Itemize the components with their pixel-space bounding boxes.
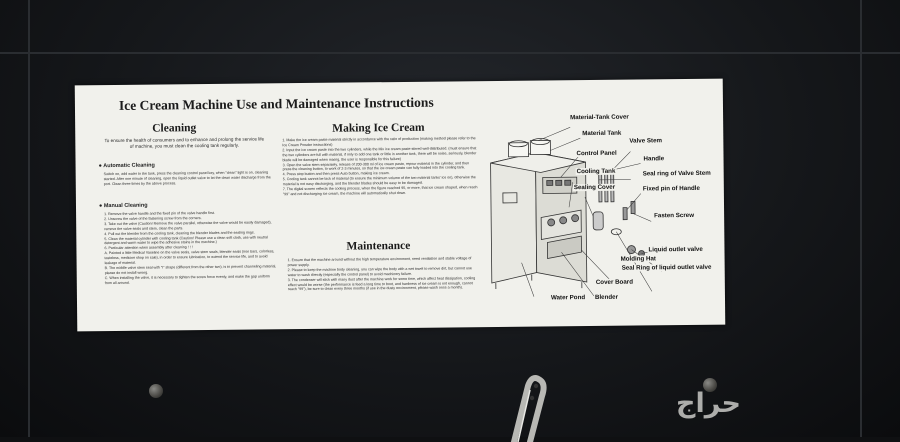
label-cooling-tank: Cooling Tank [576,168,617,175]
label-valve-stem: Valve Stem [628,137,663,144]
ice-cream-machine-diagram [480,121,682,303]
cleaning-intro: To ensure the health of consumers and to… [103,136,265,149]
maintenance-steps: 1. Ensure that the machine around withou… [288,256,480,292]
manual-step: C. When installing the valve, it is nece… [105,274,277,286]
label-liquid-outlet-valve: Liquid outlet valve [647,246,703,254]
making-ice-cream-heading: Making Ice Cream [332,122,425,135]
cleaning-heading: Cleaning [152,122,196,134]
label-material-tank-cover: Material-Tank Cover [569,114,630,122]
manual-cleaning-steps: 1. Remove the valve handle and the fixed… [104,210,277,285]
panel-seam-left [28,0,30,437]
label-handle: Handle [642,155,665,162]
label-seal-ring-valve-stem: Seal ring of Valve Stem [642,170,712,178]
label-sealing-cover: Sealing Cover [573,184,616,191]
label-cover-board: Cover Board [595,279,634,286]
instruction-sign: Ice Cream Machine Use and Maintenance In… [75,79,726,332]
metal-handle [508,372,550,442]
automatic-cleaning-text: Switch on, add water to the tank, press … [104,170,272,186]
label-fixed-pin-handle: Fixed pin of Handle [642,185,701,193]
label-blender: Blender [594,294,619,301]
bolt [149,384,163,398]
panel-seam-right [860,0,862,437]
sign-title: Ice Cream Machine Use and Maintenance In… [119,95,434,114]
label-material-tank: Material Tank [581,130,622,137]
maintenance-heading: Maintenance [346,240,410,253]
watermark-logo: حراج [676,388,741,419]
label-control-panel: Control Panel [575,150,617,157]
panel-seam-top [0,52,900,54]
automatic-cleaning-heading: ● Automatic Cleaning [99,163,155,170]
label-seal-ring-liquid-outlet: Seal Ring of liquid outlet valve [621,264,713,272]
making-step: 7. The digital screen reflects the cooli… [283,185,479,197]
maintenance-step: 3. The condenser will stick with many du… [288,276,480,293]
label-water-pond: Water Pond [550,294,586,301]
label-fasten-screw: Fasten Screw [653,212,695,219]
manual-cleaning-heading: ● Manual Cleaning [99,203,148,210]
making-ice-cream-steps: 1. Make the ice cream paste material str… [282,136,479,197]
label-molding-hat: Molding Hat [620,255,657,262]
